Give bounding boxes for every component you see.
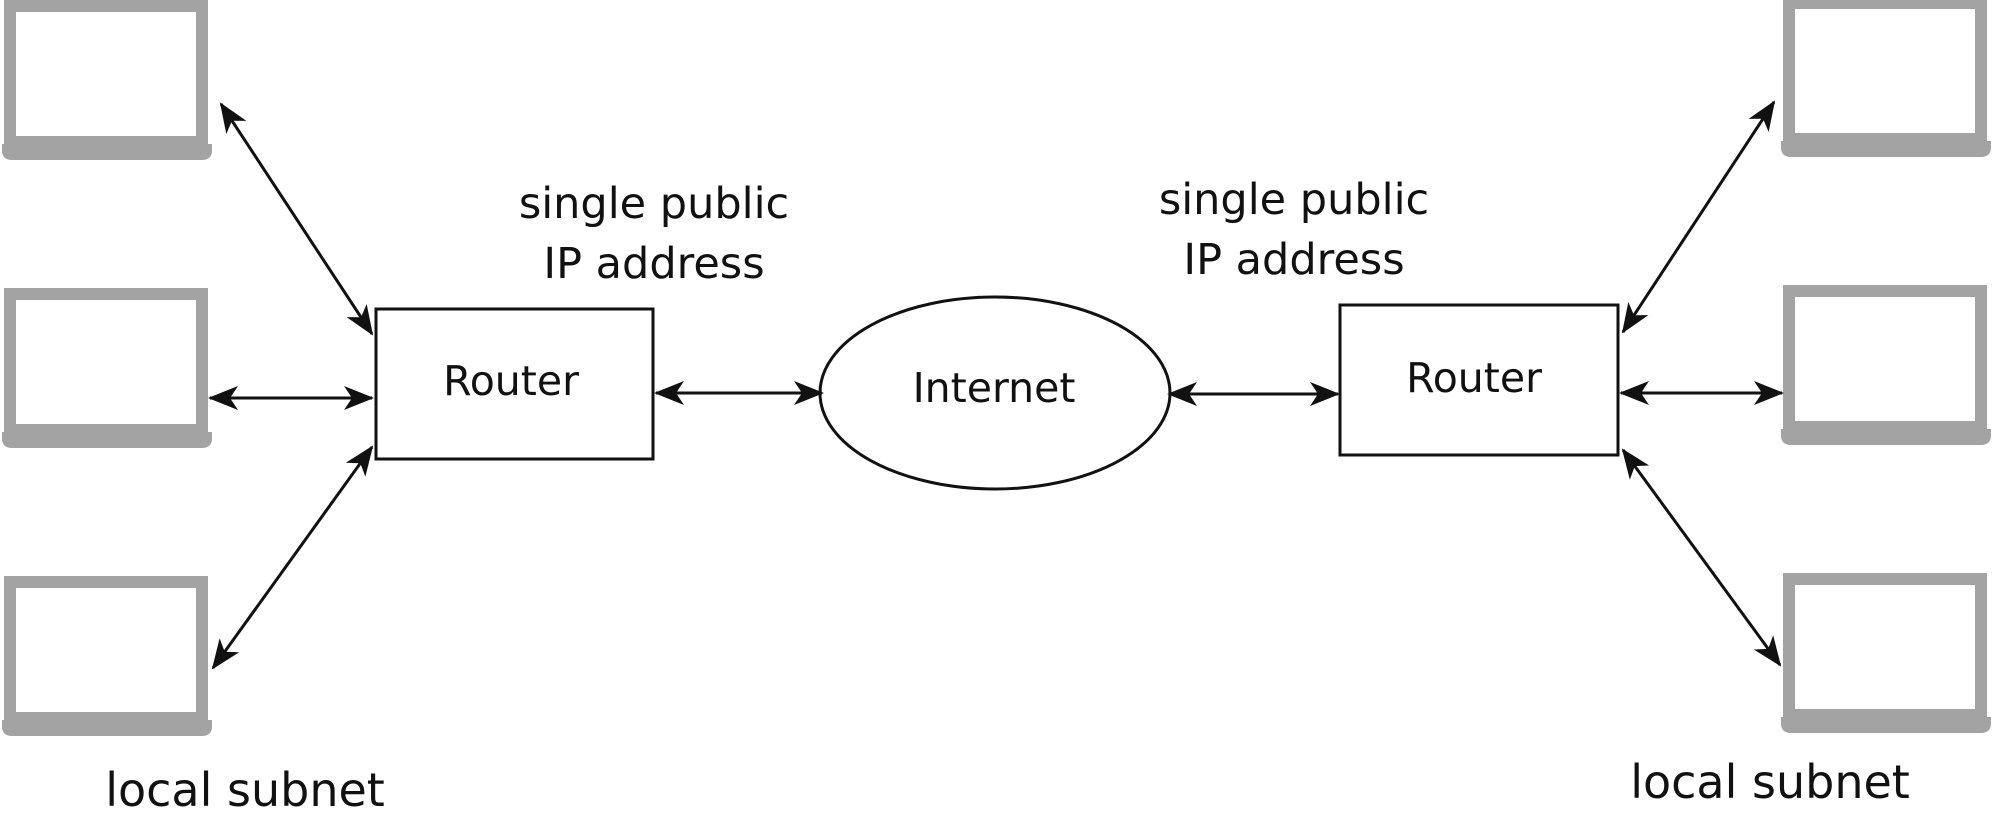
left-router-label: Router bbox=[443, 357, 579, 405]
left-router-box bbox=[374, 307, 655, 461]
laptop-icon bbox=[1781, 579, 1991, 733]
link-arrow bbox=[1621, 448, 1782, 667]
left-subnet-label: local subnet bbox=[105, 763, 385, 817]
internet-label: Internet bbox=[913, 364, 1076, 412]
laptop-icon bbox=[2, 6, 212, 160]
right-router-box bbox=[1338, 303, 1620, 457]
link-arrow bbox=[219, 102, 374, 336]
left-ip-label-line2: IP address bbox=[543, 239, 764, 289]
laptop-icon bbox=[2, 582, 212, 736]
laptop-icon bbox=[1781, 3, 1991, 157]
right-router-label: Router bbox=[1406, 354, 1542, 402]
left-ip-label-line1: single public bbox=[519, 179, 789, 229]
link-arrow bbox=[1621, 100, 1776, 334]
laptop-icon bbox=[2, 294, 212, 448]
link-arrow bbox=[211, 445, 374, 670]
right-ip-label-line2: IP address bbox=[1183, 235, 1404, 285]
laptop-icon bbox=[1781, 291, 1991, 445]
right-subnet-label: local subnet bbox=[1630, 755, 1910, 809]
right-ip-label-line1: single public bbox=[1159, 175, 1429, 225]
